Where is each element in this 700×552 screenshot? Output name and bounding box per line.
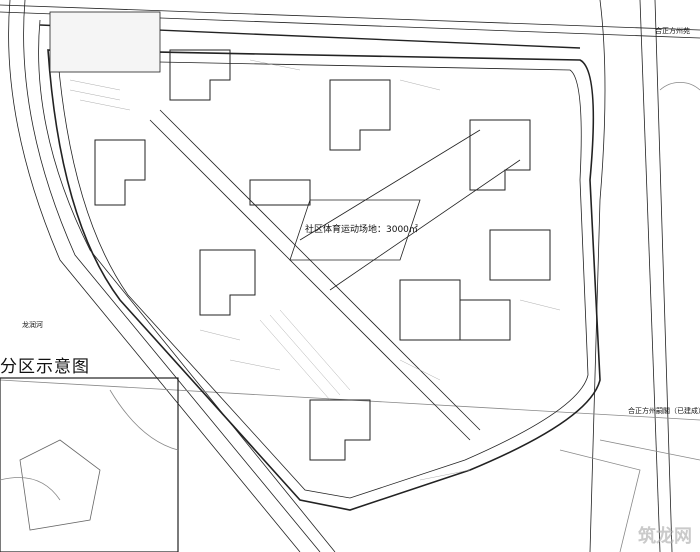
neighbor-ne-label: 合正方州苑 [655, 27, 690, 35]
watermark: 筑龙网 [638, 526, 692, 547]
zoning-diagram-title: 分区示意图 [0, 357, 90, 377]
neighbor-west-label: 合正方州嗣閣（已建成） [628, 407, 700, 415]
river-label: 龙润河 [22, 321, 43, 329]
road-curve-west [8, 0, 301, 552]
zoning-inset-frame [0, 377, 179, 552]
site-boundary [47, 49, 601, 511]
sports-field-label: 社区体育运动场地：3000㎡ [305, 225, 418, 235]
